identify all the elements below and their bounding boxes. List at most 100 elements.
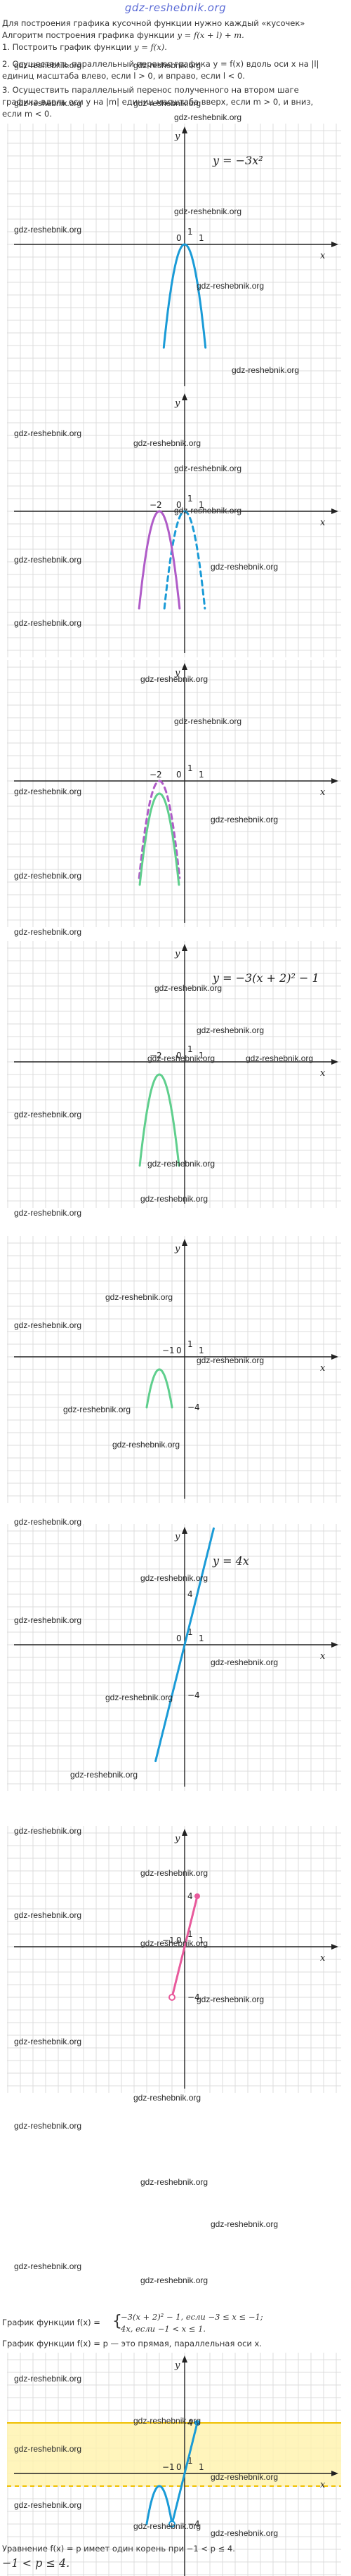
watermark: gdz-reshebnik.org — [105, 1292, 173, 1302]
parameter-band — [7, 2423, 341, 2486]
y-axis-arrow-icon — [182, 393, 187, 400]
piece-1-text: −3(x + 2)² − 1, если −3 ≤ x ≤ −1; — [121, 2312, 263, 2322]
watermark: gdz-reshebnik.org — [14, 618, 82, 628]
tick-label-minus-1: −1 — [162, 1936, 175, 1945]
tick-label-minus-4: −4 — [187, 2519, 200, 2529]
watermark: gdz-reshebnik.org — [14, 1110, 82, 1119]
watermark: gdz-reshebnik.org — [112, 1440, 180, 1450]
watermark: gdz-reshebnik.org — [14, 2500, 82, 2510]
y-axis-label: y — [174, 398, 180, 409]
watermark: gdz-reshebnik.org — [14, 555, 82, 565]
x-axis-label: x — [320, 1953, 326, 1964]
parabola-piece — [145, 2485, 173, 2525]
watermark: gdz-reshebnik.org — [133, 2416, 201, 2426]
watermark: gdz-reshebnik.org — [14, 1208, 82, 1218]
origin-label: 0 — [176, 2462, 182, 2472]
line-piece — [171, 2421, 199, 2525]
x-axis-arrow-icon — [331, 1059, 338, 1065]
piece-2: 4x, если −1 < x ≤ 1. — [121, 2324, 206, 2334]
tick-label-minus-2: −2 — [150, 1051, 162, 1060]
tick-label-minus-2: −2 — [150, 500, 162, 510]
intro-line-2-formula: y = f(x + l) + m. — [177, 30, 244, 40]
watermark: gdz-reshebnik.org — [133, 60, 201, 70]
watermark: gdz-reshebnik.org — [14, 1517, 82, 1527]
tick-label-minus-1: −1 — [162, 2462, 175, 2472]
y-axis-label: y — [174, 668, 180, 678]
step-3-line-1: 3. Осуществить параллельный перенос полу… — [2, 85, 299, 95]
tick-label-1: 1 — [199, 1936, 204, 1945]
watermark: gdz-reshebnik.org — [154, 983, 223, 993]
watermark: gdz-reshebnik.org — [140, 1194, 208, 1204]
parabola-base — [162, 243, 207, 349]
origin-label: 0 — [176, 1051, 182, 1060]
step-1-text: 1. Построить график функции — [2, 42, 132, 52]
origin-label: 0 — [176, 1936, 182, 1945]
grid — [7, 1826, 341, 2093]
origin-label: 0 — [176, 233, 182, 243]
piece-1: −3(x + 2)² − 1, если −3 ≤ x ≤ −1; — [121, 2312, 263, 2322]
y-axis-arrow-icon — [182, 126, 187, 133]
watermark: gdz-reshebnik.org — [14, 871, 82, 881]
step-1-formula: y = f(x). — [134, 42, 167, 52]
y-axis-label: y — [174, 131, 180, 142]
tick-label-1: 1 — [199, 2462, 204, 2472]
grid — [7, 1524, 341, 1791]
tick-label-4: 4 — [187, 1891, 193, 1901]
line-description: График функции f(x) = p — это прямая, па… — [2, 2339, 262, 2348]
x-axis-arrow-icon — [331, 1354, 338, 1360]
grid — [7, 124, 341, 390]
x-axis-arrow-icon — [331, 1944, 338, 1950]
tick-label-minus-2: −2 — [150, 770, 162, 780]
piece-2-text: 4x, если −1 < x ≤ 1. — [121, 2324, 206, 2334]
x-axis-label: x — [320, 1651, 326, 1662]
step-3-line-3: если m < 0. — [2, 109, 52, 119]
tick-label-1: 1 — [199, 500, 204, 510]
watermark: gdz-reshebnik.org — [211, 815, 279, 824]
watermark: gdz-reshebnik.org — [197, 281, 265, 291]
x-axis-arrow-icon — [331, 242, 338, 247]
parabola-piece — [145, 1368, 173, 1409]
watermark: gdz-reshebnik.org — [211, 2219, 279, 2229]
watermark: gdz-reshebnik.org — [63, 1405, 131, 1414]
y-axis-arrow-icon — [182, 1239, 187, 1246]
graph-formula: y = −3(x + 2)² − 1 — [212, 971, 319, 985]
watermark: gdz-reshebnik.org — [140, 2177, 208, 2187]
watermark: gdz-reshebnik.org — [197, 1995, 265, 2004]
parabola-base-dashed — [163, 510, 206, 610]
watermark: gdz-reshebnik.org — [14, 2037, 82, 2046]
answer-text: Уравнение f(x) = p имеет один корень при… — [2, 2544, 235, 2554]
site-logo[interactable]: gdz-reshebnik.org — [124, 1, 227, 14]
brace-glyph: { — [112, 2313, 122, 2330]
line-piece — [171, 1895, 199, 1999]
tick-label-y1: 1 — [187, 1044, 193, 1054]
x-axis-label: x — [320, 1363, 326, 1374]
y-axis-arrow-icon — [182, 1829, 187, 1836]
tick-label-minus-4: −4 — [187, 1402, 200, 1412]
parabola-final — [138, 1073, 180, 1167]
watermark: gdz-reshebnik.org — [14, 1615, 82, 1625]
step-2-line-2: единиц масштаба влево, если l > 0, и впр… — [2, 71, 245, 81]
watermark: gdz-reshebnik.org — [133, 2521, 201, 2531]
watermark: gdz-reshebnik.org — [147, 1053, 216, 1063]
watermark: gdz-reshebnik.org — [105, 1693, 173, 1702]
watermark: gdz-reshebnik.org — [14, 225, 82, 235]
graph-formula: y = 4x — [212, 1554, 249, 1568]
x-axis-label: x — [320, 1068, 326, 1079]
watermark: gdz-reshebnik.org — [174, 716, 242, 726]
watermark: gdz-reshebnik.org — [140, 1938, 208, 1948]
watermark: gdz-reshebnik.org — [246, 1053, 314, 1063]
watermark: gdz-reshebnik.org — [14, 1826, 82, 1836]
y-axis-arrow-icon — [182, 1527, 187, 1534]
y-axis-label: y — [174, 949, 180, 959]
